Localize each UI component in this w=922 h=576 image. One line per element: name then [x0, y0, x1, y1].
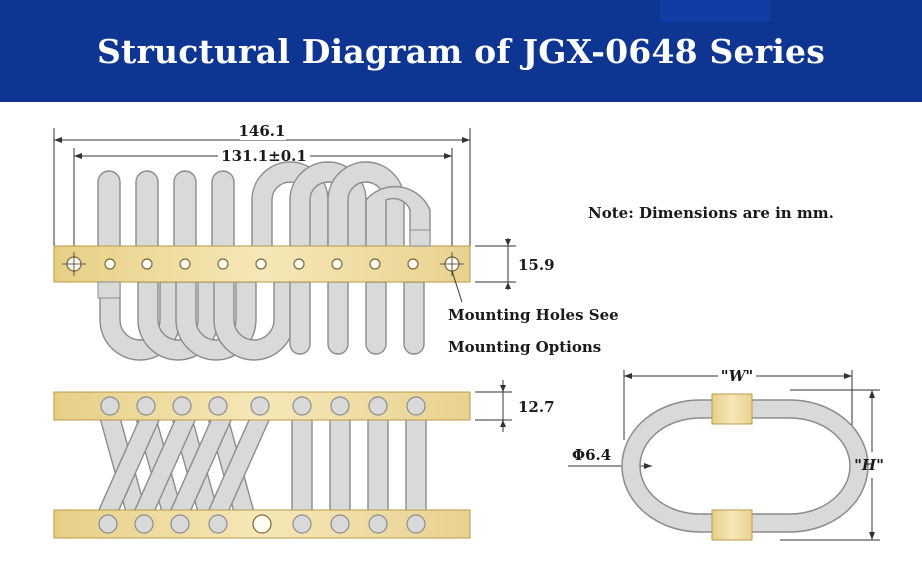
- side-cable-ends: [98, 396, 426, 534]
- hole-spacing-label: 131.1±0.1: [221, 147, 307, 165]
- side-view: [53, 380, 512, 539]
- top-bar-holes: [66, 256, 460, 272]
- top-bar-height-label: 15.9: [518, 256, 555, 274]
- diagram-title: Structural Diagram of JGX-0648 Series: [96, 32, 826, 71]
- callout-line-1: Mounting Holes See: [448, 306, 619, 324]
- callout-leader: [451, 270, 463, 303]
- end-top-clamp: [711, 393, 753, 425]
- overall-length-label: 146.1: [239, 122, 286, 140]
- side-cable-coils: [96, 417, 427, 513]
- units-note: Note: Dimensions are in mm.: [588, 204, 834, 222]
- structural-diagram: 146.1 131.1±0.1 15.9 12.7 Mounting Holes…: [53, 122, 886, 541]
- top-view: [53, 124, 516, 361]
- side-dimension-lines: [475, 380, 512, 432]
- side-mounting-hole: [252, 514, 272, 534]
- cable-ring: [621, 399, 869, 533]
- callout-line-2: Mounting Options: [448, 338, 601, 356]
- end-bottom-clamp: [711, 509, 753, 541]
- height-label: "H": [854, 456, 884, 474]
- width-label: "W": [721, 367, 753, 385]
- header-accent: [660, 0, 770, 22]
- end-view: [568, 366, 886, 541]
- top-cable-coils: [97, 161, 431, 361]
- top-arrows: [54, 137, 511, 289]
- side-bar-height-label: 12.7: [518, 398, 555, 416]
- hole-centerlines: [62, 252, 464, 276]
- cable-diameter-label: Φ6.4: [572, 446, 611, 464]
